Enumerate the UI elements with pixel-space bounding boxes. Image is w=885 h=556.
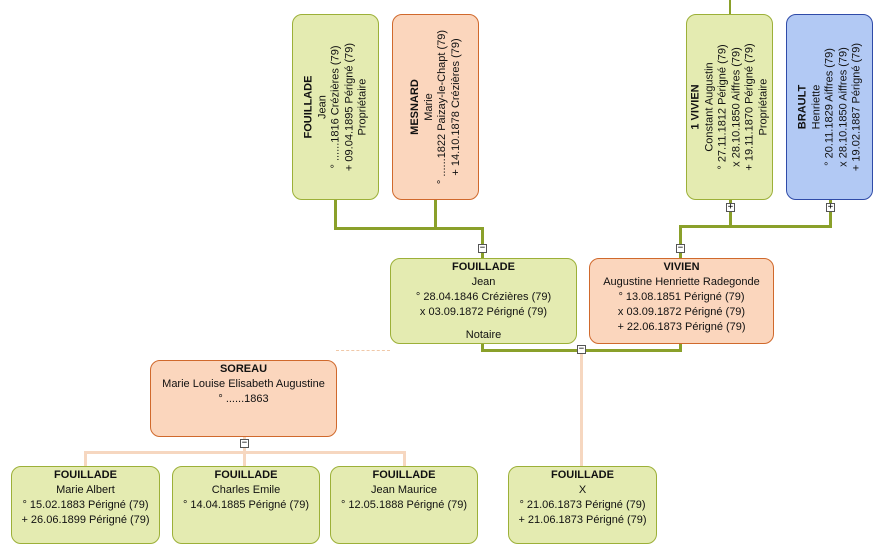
person-first-name: Constant Augustin xyxy=(702,62,715,152)
connector-line xyxy=(729,0,731,14)
person-card-fouillade-jean-sr[interactable]: FOUILLADE Jean ° ......1816 Crézières (7… xyxy=(292,14,379,200)
person-card-fouillade-charles-emile[interactable]: FOUILLADE Charles Emile ° 14.04.1885 Pér… xyxy=(172,466,320,544)
person-first-name: Marie Albert xyxy=(56,484,115,496)
person-surname: SOREAU xyxy=(219,363,268,375)
person-marriage: x 28.10.1850 Aiffres (79) xyxy=(836,47,849,167)
collapse-toggle[interactable]: − xyxy=(478,243,487,253)
person-birth: ° 12.05.1888 Périgné (79) xyxy=(340,499,468,511)
connector-line xyxy=(334,198,337,230)
person-card-soreau-marie[interactable]: SOREAU Marie Louise Elisabeth Augustine … xyxy=(150,360,337,437)
connector-line xyxy=(481,342,484,352)
collapse-toggle[interactable]: − xyxy=(577,344,586,354)
person-card-fouillade-marie-albert[interactable]: FOUILLADE Marie Albert ° 15.02.1883 Péri… xyxy=(11,466,160,544)
connector-line xyxy=(829,198,832,228)
person-death: + 19.02.1887 Périgné (79) xyxy=(849,42,862,172)
person-first-name: Jean Maurice xyxy=(370,484,438,496)
person-birth: ° 15.02.1883 Périgné (79) xyxy=(22,499,149,511)
person-death: + 14.10.1878 Crézières (79) xyxy=(449,38,461,176)
person-birth: ° 27.11.1812 Périgné (79) xyxy=(716,44,728,170)
person-death: + 26.06.1899 Périgné (79) xyxy=(21,514,150,526)
person-birth: ° 28.04.1846 Crézières (79) xyxy=(415,291,552,303)
collapse-toggle[interactable]: − xyxy=(676,243,685,253)
person-death: + 09.04.1895 Périgné (79) xyxy=(342,42,355,172)
person-birth: ° ......1863 xyxy=(218,393,269,405)
person-death: + 19.11.1870 Périgné (79) xyxy=(743,43,755,171)
person-card-brault-henriette[interactable]: BRAULT Henriette ° 20.11.1829 Aiffres (7… xyxy=(786,14,873,200)
connector-line xyxy=(679,225,832,228)
expand-toggle[interactable]: + xyxy=(826,202,835,212)
expand-toggle[interactable]: + xyxy=(726,202,735,212)
person-death: + 21.06.1873 Périgné (79) xyxy=(518,514,647,526)
person-card-mesnard-marie[interactable]: MESNARD Marie ° ......1822 Paizay-le-Cha… xyxy=(392,14,479,200)
person-surname: VIVIEN xyxy=(663,261,700,273)
person-surname: BRAULT xyxy=(795,84,808,130)
person-death: + 22.06.1873 Périgné (79) xyxy=(617,321,746,333)
connector-line xyxy=(243,451,246,468)
connector-line xyxy=(679,225,682,259)
person-card-vivien-augustine[interactable]: VIVIEN Augustine Henriette Radegonde ° 1… xyxy=(589,258,774,344)
person-surname: FOUILLADE xyxy=(452,261,515,273)
person-card-fouillade-jean-maurice[interactable]: FOUILLADE Jean Maurice ° 12.05.1888 Péri… xyxy=(330,466,478,544)
person-marriage: x 03.09.1872 Périgné (79) xyxy=(419,306,548,318)
person-birth: ° 13.08.1851 Périgné (79) xyxy=(618,291,745,303)
person-surname: FOUILLADE xyxy=(54,469,117,481)
person-first-name: Marie xyxy=(422,93,434,121)
person-first-name: Jean xyxy=(471,276,496,288)
person-occupation: Notaire xyxy=(465,329,502,341)
person-card-vivien-constant[interactable]: 1 VIVIEN Constant Augustin ° 27.11.1812 … xyxy=(686,14,773,200)
second-union-link xyxy=(336,350,390,351)
person-surname: FOUILLADE xyxy=(214,469,278,481)
person-surname: FOUILLADE xyxy=(372,469,436,481)
person-birth: ° 21.06.1873 Périgné (79) xyxy=(519,499,646,511)
person-occupation: Propriétaire xyxy=(355,78,368,136)
connector-line xyxy=(679,342,682,352)
connector-line xyxy=(334,227,484,230)
person-marriage: x 03.09.1872 Périgné (79) xyxy=(617,306,746,318)
collapse-toggle[interactable]: − xyxy=(240,438,249,448)
person-occupation: Propriétaire xyxy=(756,78,769,136)
connector-line xyxy=(403,451,406,468)
person-surname: MESNARD xyxy=(408,79,421,135)
connector-line xyxy=(434,198,437,230)
person-birth: ° ......1816 Crézières (79) xyxy=(328,45,341,169)
person-surname: 1 VIVIEN xyxy=(689,84,701,130)
person-surname: FOUILLADE xyxy=(551,469,614,481)
connector-line xyxy=(729,198,732,228)
person-first-name: Henriette xyxy=(809,84,822,130)
person-first-name: Jean xyxy=(315,95,328,119)
person-first-name: Augustine Henriette Radegonde xyxy=(603,276,760,288)
person-surname: FOUILLADE xyxy=(301,75,314,139)
person-card-fouillade-jean[interactable]: FOUILLADE Jean ° 28.04.1846 Crézières (7… xyxy=(390,258,577,344)
person-first-name: Marie Louise Elisabeth Augustine xyxy=(162,378,325,390)
person-birth: ° 14.04.1885 Périgné (79) xyxy=(182,499,310,511)
connector-line xyxy=(580,352,583,468)
person-first-name: Charles Emile xyxy=(211,484,281,496)
connector-line xyxy=(481,227,484,259)
connector-line xyxy=(84,451,87,468)
person-first-name: X xyxy=(578,484,587,496)
person-marriage: x 28.10.1850 Aiffres (79) xyxy=(729,47,742,167)
person-birth: ° 20.11.1829 Aiffres (79) xyxy=(822,48,835,166)
person-card-fouillade-x[interactable]: FOUILLADE X ° 21.06.1873 Périgné (79) + … xyxy=(508,466,657,544)
person-birth: ° ......1822 Paizay-le-Chapt (79) xyxy=(435,29,448,185)
